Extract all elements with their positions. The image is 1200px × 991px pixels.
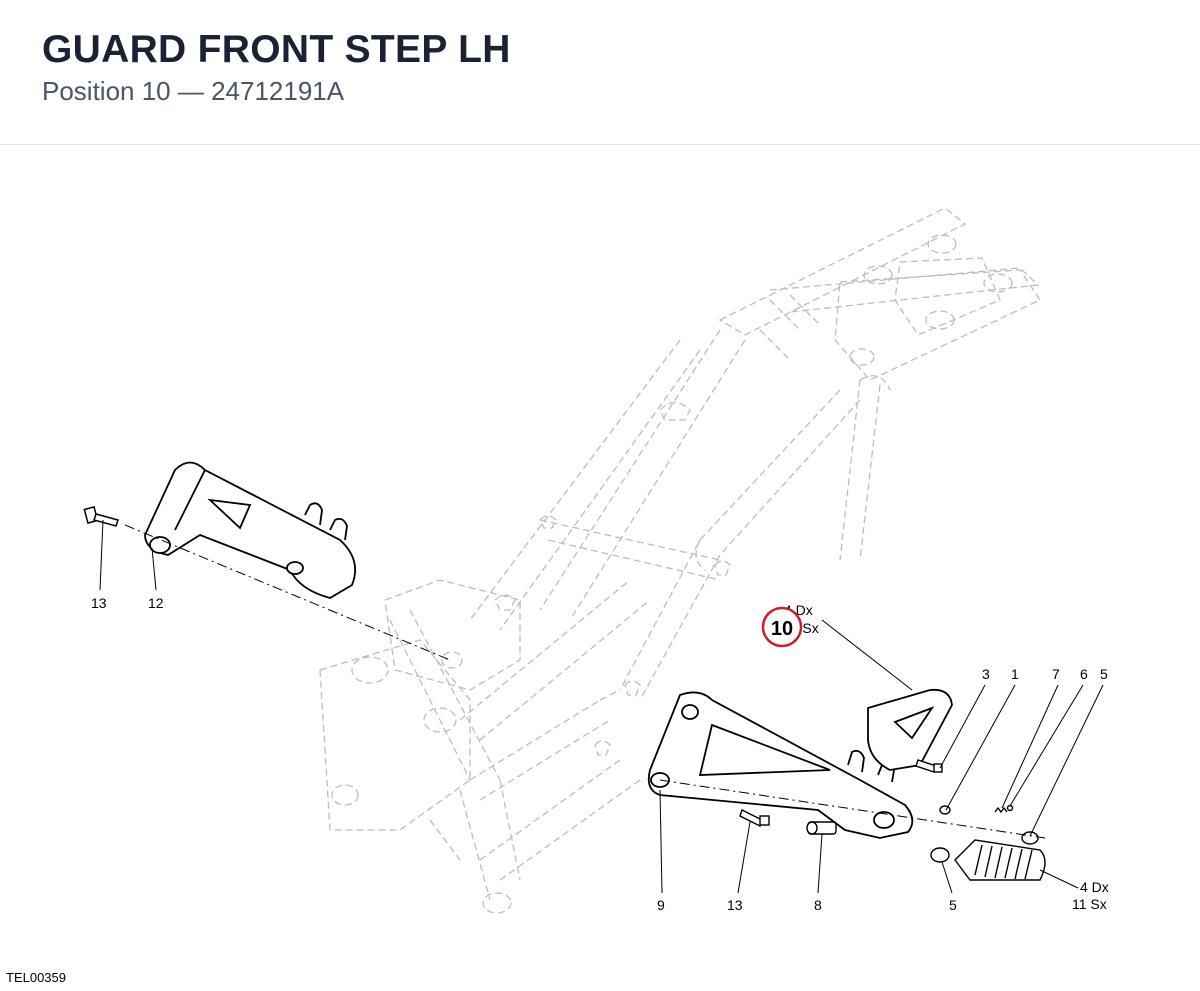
left-footpeg-bracket	[144, 461, 356, 599]
callout-6: 6	[1080, 666, 1088, 682]
callout-7: 7	[1052, 666, 1060, 682]
callout-10-highlight: 10	[771, 618, 793, 640]
leader-lines	[99, 519, 1104, 894]
callout-3: 3	[982, 666, 990, 682]
guard-front-step-part	[867, 688, 953, 771]
callout-1: 1	[1011, 666, 1019, 682]
drawing-code: TEL00359	[6, 970, 66, 985]
callout-8: 8	[814, 897, 822, 913]
callout-5-bottom: 5	[949, 897, 957, 913]
header: GUARD FRONT STEP LH Position 10 — 247121…	[0, 0, 1200, 145]
right-footpeg-bracket	[647, 691, 914, 839]
highlight-circle	[761, 606, 803, 648]
callout-11sx-bottom: 11 Sx	[1072, 896, 1107, 912]
left-dash-line	[124, 524, 451, 661]
callout-13-bottom: 13	[727, 897, 743, 913]
page-title: GUARD FRONT STEP LH	[42, 28, 511, 71]
left-bolt	[83, 506, 119, 527]
right-dash-line	[659, 779, 1046, 839]
page-subtitle: Position 10 — 24712191A	[42, 76, 345, 106]
exploded-parts-diagram: 13 12 4 Dx 11 Sx 10 3 1 7 6 5 9 13 8 5 4…	[83, 207, 1109, 914]
callout-12: 12	[148, 595, 164, 611]
callout-5-top: 5	[1100, 666, 1108, 682]
callout-13-left: 13	[91, 595, 107, 611]
frame-drawing	[319, 207, 1041, 914]
callout-4dx-bottom: 4 Dx	[1080, 879, 1109, 895]
hardware-parts	[739, 759, 1046, 881]
callout-9: 9	[657, 897, 665, 913]
